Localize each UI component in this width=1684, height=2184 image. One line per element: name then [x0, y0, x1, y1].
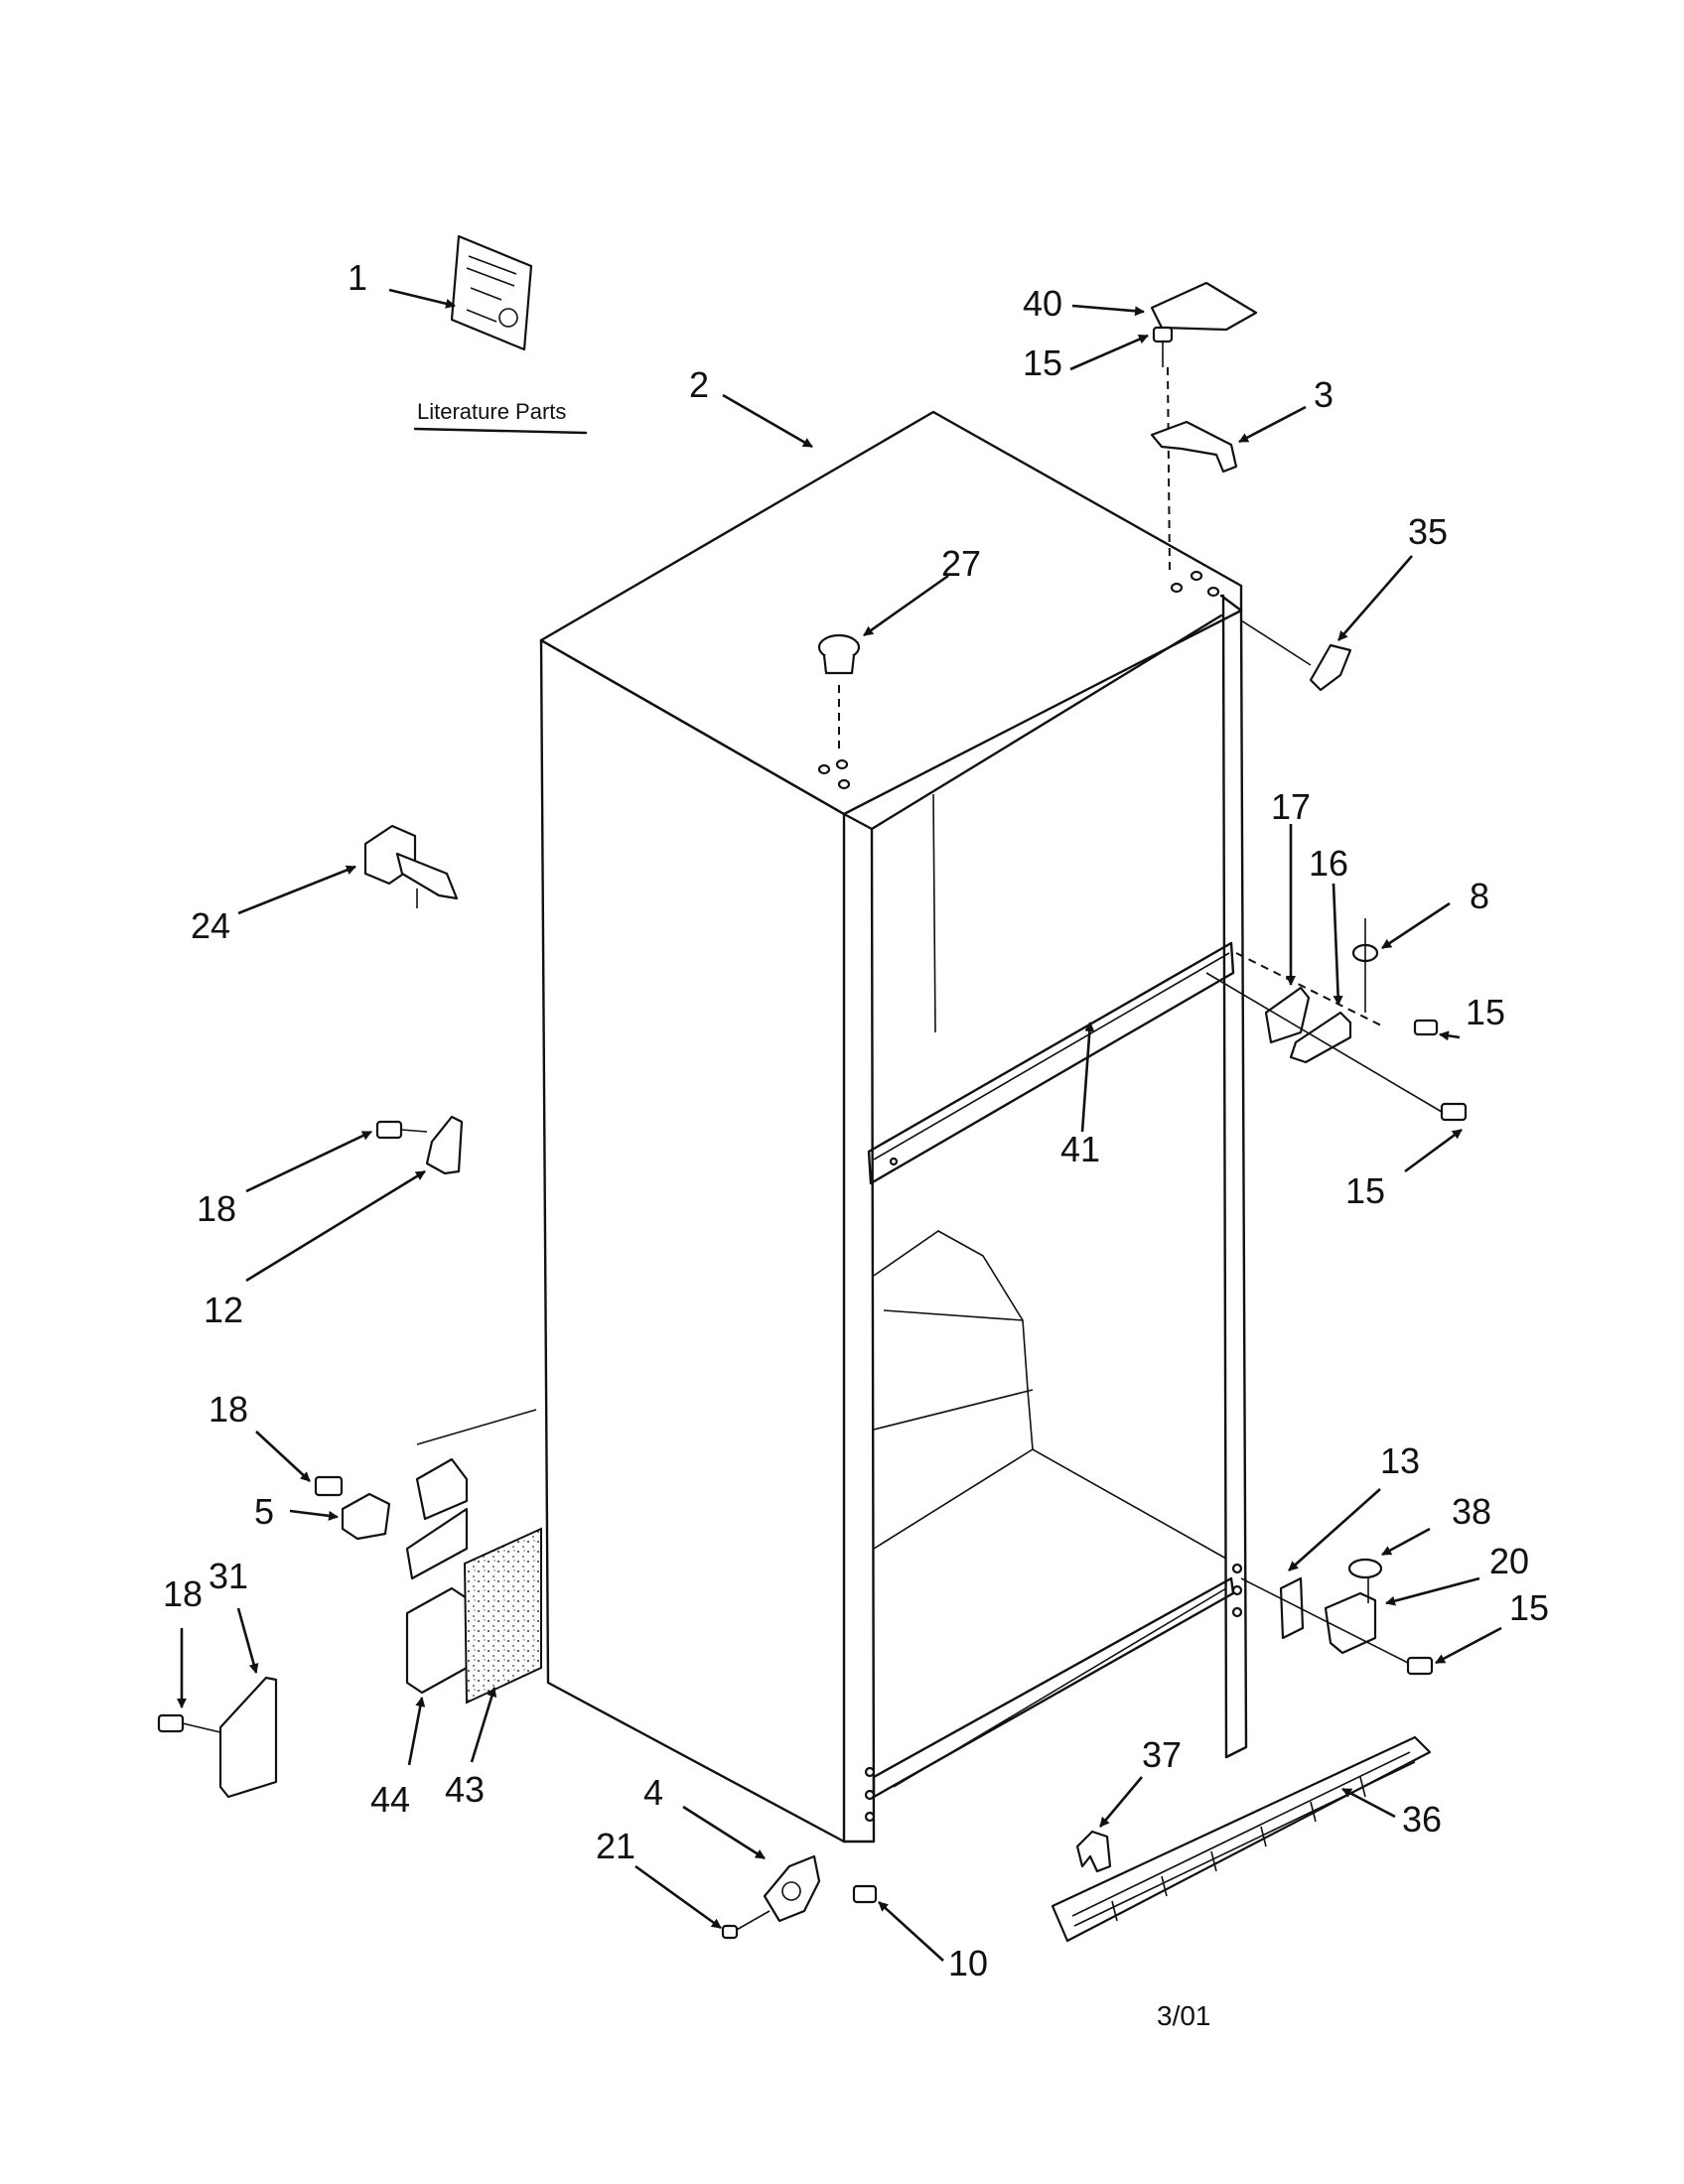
callout-13: 13 — [1380, 1440, 1420, 1481]
grille-clip — [1075, 1830, 1112, 1873]
part-31-cover — [157, 1676, 278, 1799]
screw-top — [1152, 326, 1174, 367]
callout-1: 1 — [348, 257, 367, 298]
literature-parts: Literature Parts — [413, 234, 588, 435]
callout-37: 37 — [1142, 1734, 1182, 1775]
callout-41: 41 — [1060, 1129, 1100, 1169]
callout-17: 17 — [1271, 786, 1311, 827]
top-hinge — [1150, 420, 1238, 474]
callout-15-top: 15 — [1023, 342, 1062, 383]
callout-8: 8 — [1470, 876, 1489, 916]
hole-plug — [817, 633, 861, 754]
part-24 — [363, 824, 459, 908]
part-35 — [1309, 643, 1352, 692]
callout-40: 40 — [1023, 283, 1062, 324]
callout-24: 24 — [191, 905, 230, 946]
callout-10: 10 — [948, 1943, 988, 1983]
part-12-bracket — [375, 1115, 464, 1175]
roller-assembly — [721, 1854, 878, 1940]
callout-31: 31 — [209, 1556, 248, 1596]
callout-35: 35 — [1408, 511, 1448, 552]
callout-4: 4 — [643, 1772, 663, 1813]
callout-15-mid: 15 — [1466, 992, 1505, 1032]
callout-15-bottom: 15 — [1509, 1587, 1549, 1628]
callouts: 1 2 40 15 3 27 35 24 17 16 8 15 41 15 18… — [163, 257, 1549, 1983]
callout-21: 21 — [596, 1826, 635, 1866]
callout-27: 27 — [941, 543, 981, 584]
callout-18-upper: 18 — [197, 1188, 236, 1229]
callout-15-lower: 15 — [1345, 1170, 1385, 1211]
callout-18-lower: 18 — [163, 1573, 203, 1614]
cabinet — [539, 410, 1248, 1843]
date-code: 3/01 — [1157, 2000, 1211, 2031]
callout-44: 44 — [370, 1779, 410, 1820]
literature-label: Literature Parts — [417, 399, 566, 424]
callout-38: 38 — [1452, 1491, 1491, 1532]
callout-2: 2 — [689, 364, 709, 405]
part-5-bracket — [314, 1409, 537, 1580]
insulation-43 — [463, 1527, 542, 1705]
centerline-hinge — [1167, 366, 1171, 572]
center-hinge-assembly — [1205, 918, 1468, 1122]
callout-12: 12 — [204, 1290, 243, 1330]
callout-5: 5 — [254, 1491, 274, 1532]
callout-18-mid: 18 — [209, 1389, 248, 1430]
callout-20: 20 — [1489, 1541, 1529, 1581]
plate-44 — [405, 1586, 469, 1695]
centerline-35 — [1240, 619, 1312, 666]
callout-3: 3 — [1314, 374, 1333, 415]
bottom-hinge-assembly — [1240, 1558, 1434, 1676]
callout-36: 36 — [1402, 1799, 1442, 1840]
base-grille — [1051, 1735, 1432, 1943]
callout-43: 43 — [445, 1769, 485, 1810]
leader-lines — [177, 288, 1502, 1962]
hinge-cover — [1150, 281, 1258, 332]
callout-16: 16 — [1309, 843, 1348, 884]
